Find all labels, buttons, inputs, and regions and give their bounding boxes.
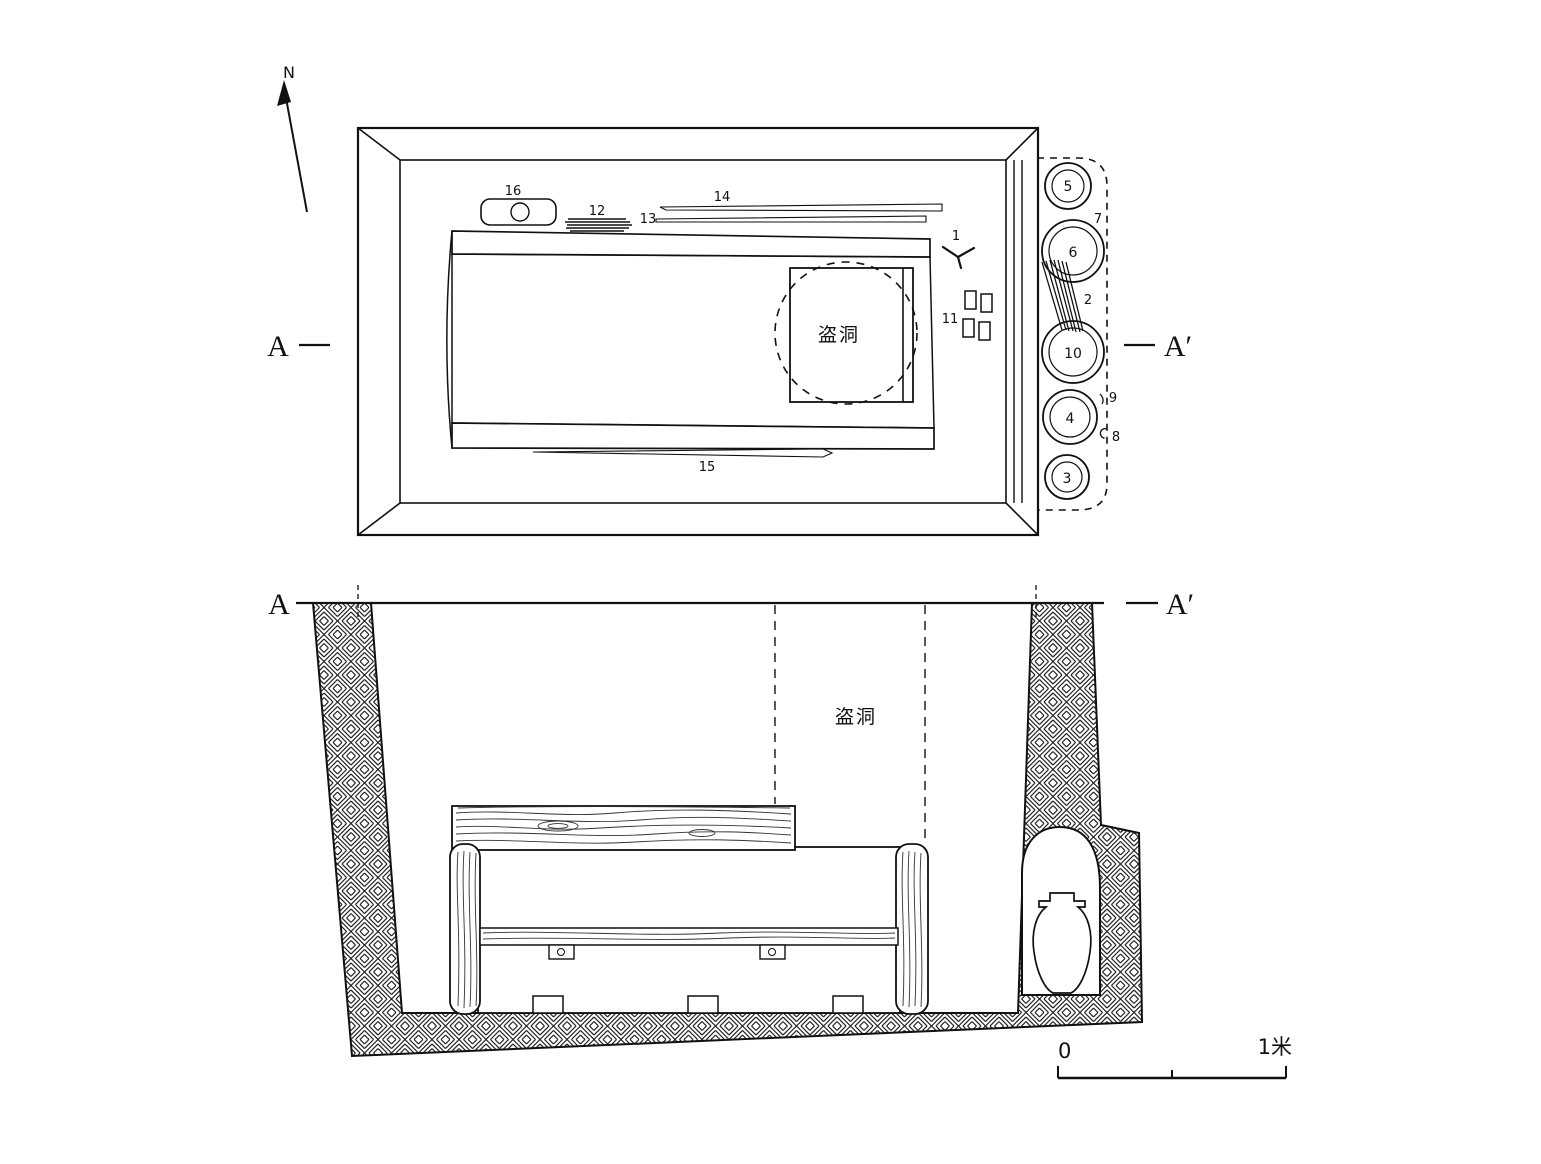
plank-support-block-left	[548, 944, 575, 960]
artifact-15-label: 15	[699, 460, 716, 475]
scale-bar: 0 1米	[1057, 1035, 1292, 1080]
coffin-end-board-left-grain	[456, 850, 478, 1009]
vessel-inner-rim	[1049, 396, 1091, 438]
artifact-7-label: 7	[1094, 212, 1102, 227]
artifact-8-shape	[1099, 427, 1108, 439]
north-arrow: N	[277, 63, 308, 213]
coffin-bottom-plank-grain	[482, 931, 896, 940]
artifact-16-label: 16	[505, 184, 522, 199]
chamber-south-wall-plank	[451, 422, 935, 450]
niche-vessel-section	[1032, 892, 1092, 994]
artifact-11-label: 11	[942, 312, 959, 327]
artifact-9-shape	[1099, 393, 1104, 405]
north-arrow-line	[285, 97, 308, 213]
coffin-lid-plank	[451, 805, 796, 851]
niche-vessel-3: 3	[1044, 454, 1090, 500]
artifact-2-label: 2	[1084, 293, 1092, 308]
artifact-11-plaques	[962, 290, 993, 341]
artifact-1-shape	[941, 245, 976, 270]
scale-zero-label: 0	[1058, 1039, 1071, 1063]
pit-corner-miter-br	[1005, 502, 1039, 536]
artifact-16-shape	[480, 198, 557, 226]
vessel-inner-rim	[1048, 327, 1098, 377]
coffin-foot-3	[832, 995, 864, 1014]
section-robber-hole: 盗洞	[774, 605, 926, 843]
niche-vessel-6: 6	[1041, 219, 1105, 283]
section-view: A A′	[268, 585, 1292, 1080]
section-line: A A′	[268, 585, 1194, 621]
robber-hole-dashed-circle	[774, 261, 918, 405]
chamber-north-wall-plank	[451, 230, 931, 258]
artifact-13-label: 13	[640, 212, 657, 227]
vessel-number: 4	[1066, 411, 1075, 427]
artifact-15-rod	[532, 448, 834, 458]
plan-view: N A A′ 5	[267, 63, 1192, 537]
artifact-16-detail	[510, 202, 530, 222]
vessel-number: 5	[1064, 179, 1073, 195]
coffin-foot-1	[532, 995, 564, 1014]
coffin-bottom-plank	[479, 927, 899, 946]
vessel-inner-rim	[1051, 461, 1083, 493]
support-block-detail	[557, 948, 565, 956]
plan-section-line: A A′	[267, 330, 1192, 363]
plan-niche: 5 6 10 4 3	[1037, 157, 1120, 511]
plank-support-block-right	[759, 944, 786, 960]
niche-vessel-4: 4	[1042, 389, 1098, 445]
niche-vessel-5: 5	[1044, 162, 1092, 210]
scale-max-label: 1米	[1258, 1035, 1292, 1059]
north-arrow-head	[277, 80, 291, 106]
north-label: N	[283, 63, 295, 82]
section-label-right: A′	[1166, 588, 1194, 621]
artifact-13-rod	[655, 215, 927, 223]
vessel-number: 3	[1063, 471, 1072, 487]
inner-coffin-plan	[789, 267, 914, 403]
artifact-2-shaft-bundle	[1041, 259, 1084, 333]
coffin-end-board-right-grain	[901, 850, 923, 1008]
artifact-1-label: 1	[952, 229, 960, 244]
plan-coffin-chamber: 盗洞	[446, 230, 935, 450]
plan-artifacts: 16 12 14 13 1 11	[480, 184, 993, 475]
pit-corner-miter-bl	[357, 502, 401, 536]
niche-vessel-10: 10	[1041, 320, 1105, 384]
plan-section-label-left: A	[267, 330, 289, 363]
artifact-14-rod	[659, 203, 943, 212]
coffin-lid-grain	[455, 806, 792, 844]
artifact-8-label: 8	[1112, 430, 1120, 445]
plan-section-label-right: A′	[1164, 330, 1192, 363]
coffin-foot-2	[687, 995, 719, 1014]
section-label-left: A	[268, 588, 290, 621]
pit-corner-miter-tl	[357, 127, 401, 161]
chamber-west-edge	[446, 230, 453, 449]
vessel-number: 10	[1064, 346, 1082, 362]
coffin-end-board-right	[895, 843, 929, 1015]
artifact-14-label: 14	[714, 190, 731, 205]
section-robber-hole-label: 盗洞	[835, 706, 877, 728]
section-coffin	[449, 805, 929, 1015]
support-block-detail	[768, 948, 776, 956]
vessel-number: 6	[1069, 245, 1078, 261]
artifact-9-label: 9	[1109, 391, 1117, 406]
artifact-12-shape	[565, 218, 632, 232]
artifact-12-label: 12	[589, 204, 606, 219]
pit-corner-miter-tr	[1005, 127, 1039, 161]
plan-robber-hole-label: 盗洞	[818, 324, 860, 346]
vessel-inner-rim	[1048, 226, 1098, 276]
niche-dashed-outline	[1037, 157, 1108, 511]
vessel-inner-rim	[1051, 169, 1085, 203]
